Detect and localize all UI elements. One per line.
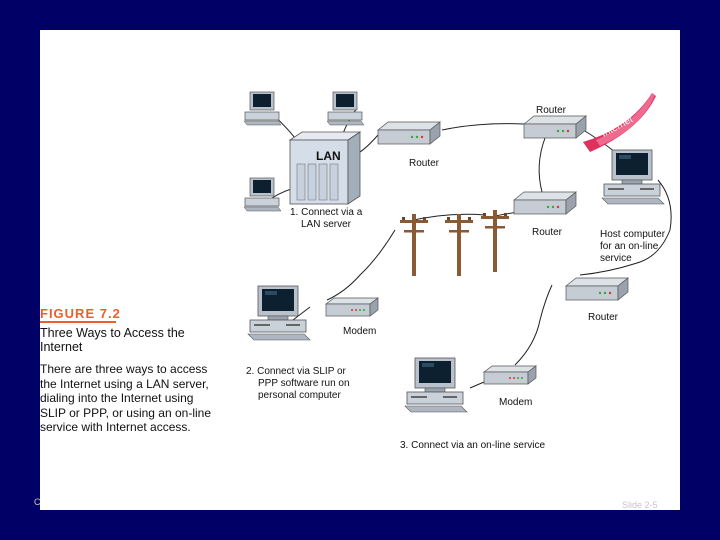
lan-client-pc-2	[326, 91, 365, 126]
utility-pole-3	[481, 210, 509, 272]
lan-client-pc-3	[243, 177, 282, 212]
figure-label: FIGURE 7.2	[40, 306, 121, 321]
router-label-4: Router	[588, 312, 619, 323]
caption-3: 3. Connect via an on-line service	[400, 440, 546, 451]
lan-client-pc-1	[243, 91, 282, 126]
modem-label-2: Modem	[499, 397, 532, 408]
personal-computer-online	[404, 357, 468, 413]
footer-right: Slide 2-5	[622, 500, 658, 510]
caption-2-line-1: 2. Connect via SLIP or	[246, 366, 347, 377]
utility-pole-2	[445, 214, 473, 276]
internet-band: Internet	[583, 93, 656, 152]
slide-canvas	[40, 30, 680, 510]
caption-1-line-1: 1. Connect via a	[290, 207, 363, 218]
router-label-1: Router	[536, 105, 567, 116]
personal-computer-slip	[247, 285, 311, 341]
caption-2-line-3: personal computer	[258, 390, 341, 401]
router-4	[565, 277, 629, 301]
lan-label: LAN	[316, 149, 341, 163]
caption-2-line-2: PPP software run on	[258, 378, 350, 389]
router-1	[377, 121, 441, 145]
modem-label-1: Modem	[343, 326, 376, 337]
modem-1	[325, 297, 379, 317]
host-computer	[601, 149, 665, 205]
router-3	[513, 191, 577, 215]
modem-2	[483, 365, 537, 385]
figure-title: Three Ways to Access the Internet	[40, 326, 185, 354]
figure-rule	[40, 321, 116, 323]
host-label-line-2: for an on-line	[600, 241, 659, 252]
router-label-2: Router	[409, 158, 440, 169]
caption-1-line-2: LAN server	[301, 219, 352, 230]
footer-left: C	[34, 497, 41, 507]
lan-server: LAN	[288, 131, 362, 205]
router-2	[523, 115, 587, 139]
host-label-line-1: Host computer	[600, 229, 666, 240]
figure-description: There are three ways to access the Inter…	[40, 362, 211, 434]
utility-pole-1	[400, 214, 428, 276]
host-label-line-3: service	[600, 253, 632, 264]
router-label-3: Router	[532, 227, 563, 238]
